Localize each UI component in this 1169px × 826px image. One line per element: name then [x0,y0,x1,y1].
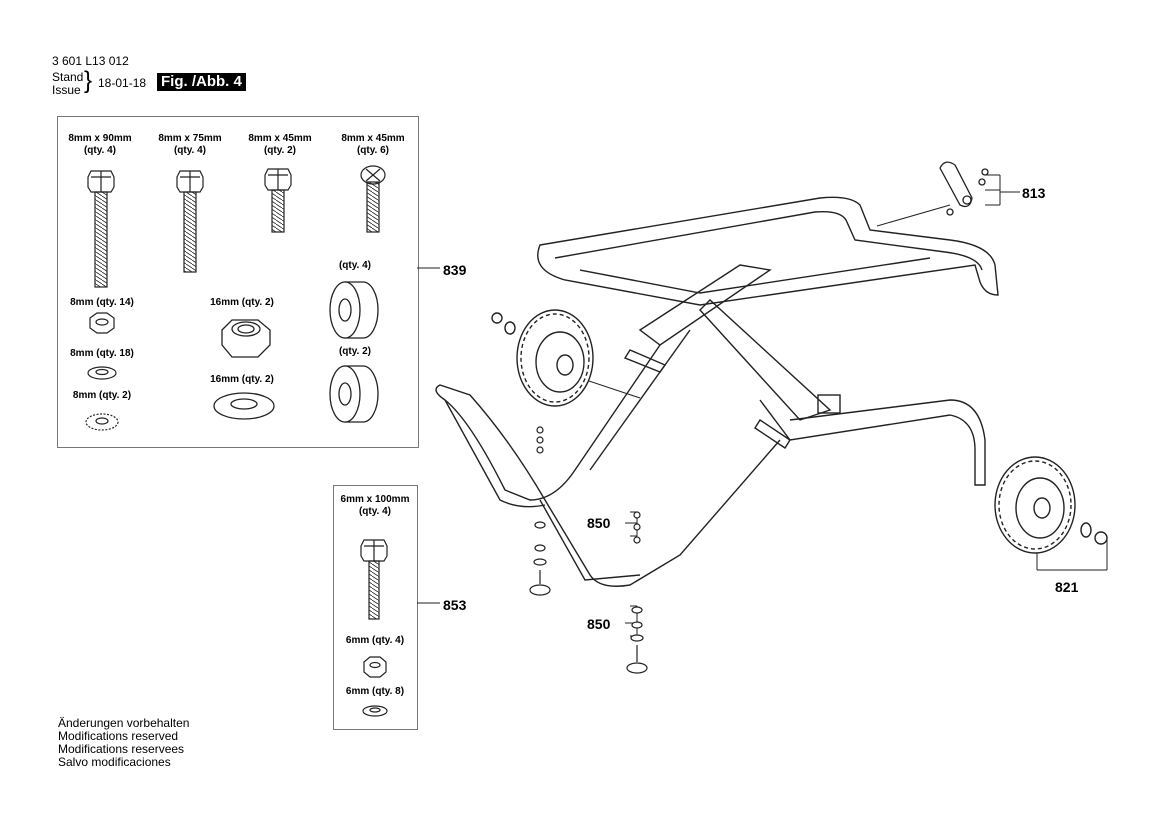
footer-line-2: Modifications reserved [58,729,179,743]
bolt-45mm-hex-icon [264,168,292,233]
bolt-4-qty: (qty. 6) [356,145,390,156]
bolt-2-size: 8mm x 75mm [158,133,222,144]
spacer-qty2-icon [329,365,379,423]
bolt-3-qty: (qty. 2) [263,145,297,156]
bolt-label-3: 8mm x 45mm (qty. 2) [240,133,320,157]
bolt-label-1: 8mm x 90mm (qty. 4) [60,133,140,157]
nut-6mm-icon [363,656,387,678]
nut-16mm-icon [221,319,271,358]
bolt-1-qty: (qty. 4) [83,145,117,156]
wheel-left-icon [491,309,594,407]
part-number: 3 601 L13 012 [52,54,129,68]
issue-label: Issue [52,83,81,97]
leader-lines [417,174,1108,637]
issue-date: 18-01-18 [98,76,147,90]
stand-label: Stand [52,70,84,84]
callout-850-upper: 850 [587,515,611,531]
washer-8mm-icon [87,366,117,380]
bolt-label-2: 8mm x 75mm (qty. 4) [150,133,230,157]
footer-line-1: Änderungen vorbehalten [58,716,190,730]
washer-6mm-label: 6mm (qty. 8) [345,686,405,697]
footer-line-4: Salvo modificaciones [58,755,171,769]
foot-850-upper-icon [529,426,551,596]
lock-washer-label: 8mm (qty. 2) [72,390,132,401]
figure-tag: Fig. /Abb. 4 [157,73,246,91]
lock-washer-icon [85,413,119,431]
bolt-6mm-size: 6mm x 100mm [340,494,410,505]
bolt-1-size: 8mm x 90mm [68,133,132,144]
bolt-label-4: 8mm x 45mm (qty. 6) [333,133,413,157]
bolt-6mm-icon [360,539,388,620]
callout-813: 813 [1022,185,1046,201]
header-brace: } [84,67,93,94]
wheel-right-icon [994,456,1108,554]
washer-6mm-icon [362,705,388,717]
callout-853: 853 [443,597,467,613]
callout-850-lower: 850 [587,616,611,632]
nut-6mm-label: 6mm (qty. 4) [345,635,405,646]
bolt-3-size: 8mm x 45mm [248,133,312,144]
bolt-2-qty: (qty. 4) [173,145,207,156]
washer-small-label: 8mm (qty. 18) [70,348,134,359]
spacer-2-label: (qty. 2) [338,346,372,357]
washer-large-label: 16mm (qty. 2) [210,374,274,385]
spacer-qty4-icon [329,281,379,339]
washer-16mm-icon [213,392,275,420]
bolt-6mm-qty: (qty. 4) [358,506,392,517]
foot-850-lower-icon [626,511,648,674]
bolt-90mm-icon [87,170,115,288]
nut-large-label: 16mm (qty. 2) [210,297,274,308]
stand-frame [435,196,999,587]
bolt-75mm-icon [176,170,204,273]
nut-small-label: 8mm (qty. 14) [70,297,134,308]
handle-813-icon [939,161,989,216]
spacer-1-label: (qty. 4) [338,260,372,271]
callout-839: 839 [443,262,467,278]
bolt-4-size: 8mm x 45mm [341,133,405,144]
bolt-6mm-label: 6mm x 100mm (qty. 4) [334,494,416,518]
bolt-45mm-carriage-icon [360,165,386,233]
footer-line-3: Modifications reservees [58,742,185,756]
callout-821: 821 [1055,579,1079,595]
nut-8mm-icon [89,312,115,334]
